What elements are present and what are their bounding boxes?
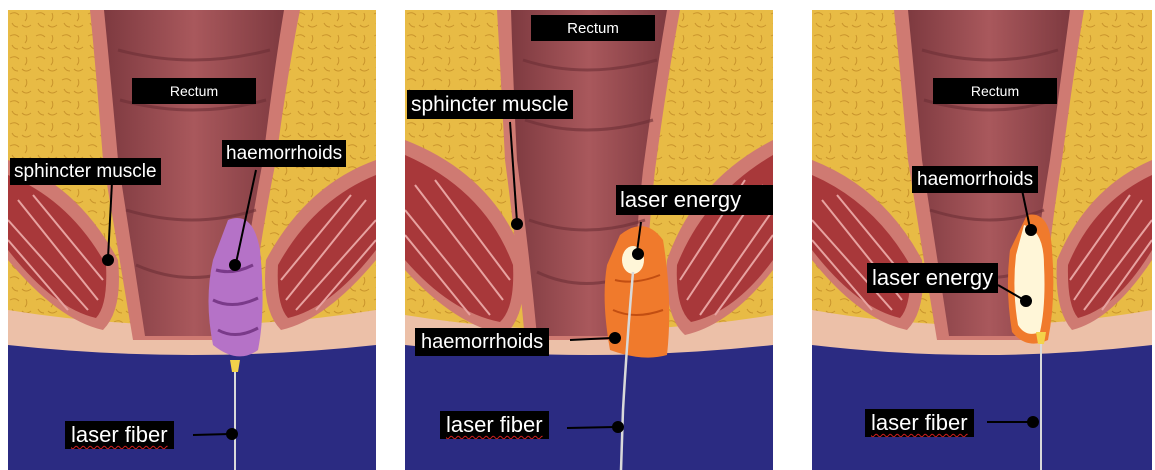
- laser-energy-label: laser energy: [616, 185, 773, 215]
- haemorrhoids-label: haemorrhoids: [222, 140, 346, 167]
- laser-fiber-label: laser fiber: [440, 411, 549, 439]
- laser-energy-label: laser energy: [867, 263, 998, 293]
- sphincter-muscle-label: sphincter muscle: [407, 90, 573, 119]
- outside-area: [8, 345, 376, 470]
- laser-fiber-label: laser fiber: [865, 409, 974, 437]
- outside-area: [405, 345, 773, 470]
- panel-2-illustration: [405, 10, 773, 470]
- haemorrhoids-label: haemorrhoids: [415, 328, 549, 356]
- sphincter-muscle-label: sphincter muscle: [10, 158, 161, 185]
- haemorrhoids-label: haemorrhoids: [912, 166, 1038, 193]
- panel-3: Rectum haemorrhoids laser energy laser f…: [812, 10, 1155, 470]
- rectum-label: Rectum: [132, 78, 256, 104]
- rectum-label: Rectum: [531, 15, 655, 41]
- rectum-label: Rectum: [933, 78, 1057, 104]
- panel-1: Rectum sphincter muscle haemorrhoids las…: [8, 10, 376, 470]
- laser-fiber-label: laser fiber: [65, 421, 174, 449]
- panel-2: Rectum sphincter muscle laser energy hae…: [405, 10, 773, 470]
- outside-area: [812, 345, 1152, 470]
